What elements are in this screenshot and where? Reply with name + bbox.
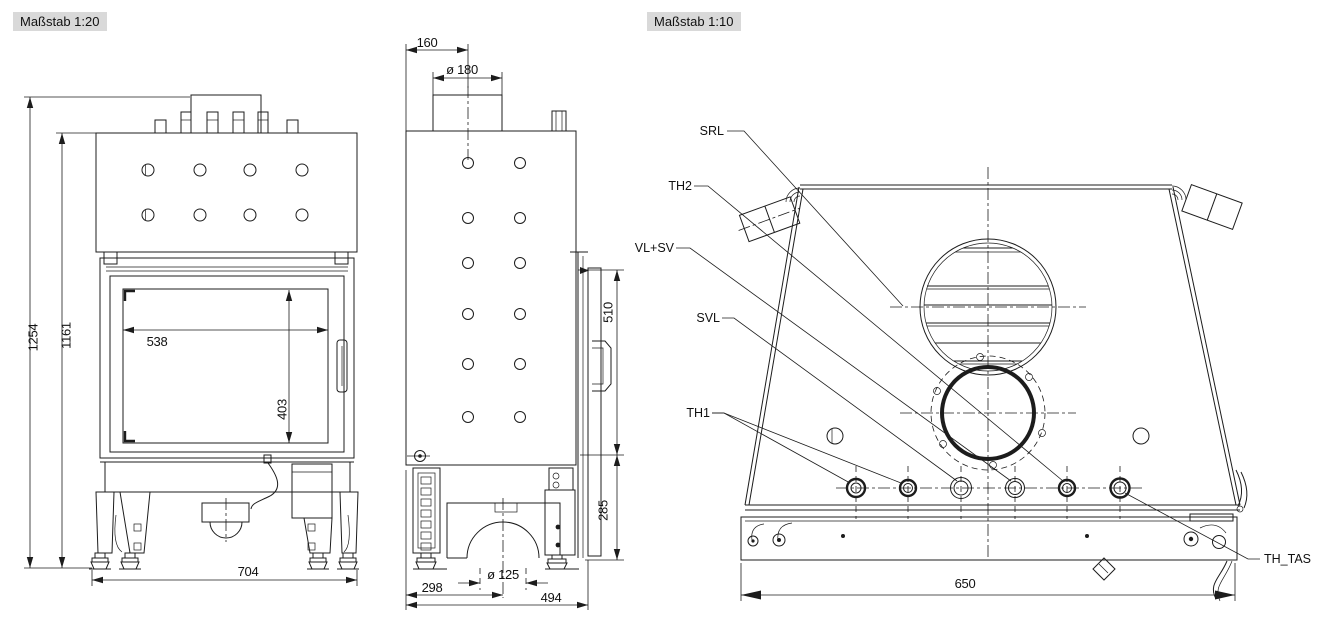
side-depth-dimensions: [405, 470, 589, 610]
rear-left-hole: [826, 427, 844, 445]
side-door-handle: [592, 340, 612, 392]
dim-arch-diameter: ø 125: [487, 567, 519, 582]
dim-flue-diameter: ø 180: [446, 62, 478, 77]
front-flue-collar: [154, 94, 299, 134]
rear-center-lines: [836, 167, 1144, 560]
glass-corner-mark-top-left: [123, 289, 135, 301]
connection-label-svl: SVL: [696, 311, 720, 325]
dim-base-width: 704: [237, 564, 259, 579]
side-base: [406, 464, 579, 598]
connection-label-th-tas: TH_TAS: [1264, 552, 1311, 566]
connection-label-vl-sv: VL+SV: [634, 241, 674, 255]
rear-right-hole: [1132, 427, 1150, 445]
connection-label-th1: TH1: [686, 406, 710, 420]
rear-grille-circle: [919, 238, 1057, 376]
connection-label-th2: TH2: [668, 179, 692, 193]
front-width-dimension: [91, 570, 358, 586]
rear-view-drawing: [676, 130, 1260, 602]
scale-label-rear: Maßstab 1:10: [647, 12, 741, 31]
side-drain-eyelet: [414, 450, 426, 462]
front-cable: [250, 462, 279, 510]
side-view-drawing: [405, 44, 624, 610]
glass-corner-mark-bottom-left: [123, 431, 135, 443]
side-top-dimensions: [405, 44, 503, 131]
front-view-drawing: [24, 94, 359, 586]
dim-door-height: 510: [600, 302, 616, 323]
dim-glass-width: 538: [146, 334, 168, 349]
front-base: [89, 454, 359, 570]
front-door: [99, 257, 355, 459]
dim-body-height: 1161: [58, 322, 74, 349]
dim-base-height: 285: [595, 500, 611, 521]
side-height-dimensions: [578, 269, 624, 561]
rear-leader-lines: [676, 130, 1260, 560]
side-door-edge: [570, 251, 612, 558]
scale-label-front-side: Maßstab 1:20: [13, 12, 107, 31]
rear-plinth-band: [740, 469, 1248, 602]
connection-label-srl: SRL: [699, 124, 724, 138]
front-feet: [89, 552, 359, 570]
dim-overall-height: 1254: [25, 323, 41, 352]
rear-hose: [1212, 560, 1228, 600]
rear-left-stub: [738, 196, 801, 243]
dim-total-depth: 494: [540, 590, 562, 605]
rear-pipe-connections: [845, 466, 1131, 519]
dim-rear-width: 650: [954, 576, 976, 591]
front-height-dimensions: [24, 96, 190, 569]
front-glass-dimensions: [123, 290, 328, 443]
dim-front-depth: 298: [421, 580, 443, 595]
tas-sensor-pocket: [1212, 535, 1226, 549]
side-body: [405, 130, 577, 466]
rear-width-dimension: [740, 563, 1236, 601]
dim-flue-offset: 160: [416, 35, 438, 50]
door-handle: [336, 339, 348, 393]
rear-right-stub: [1181, 183, 1243, 231]
side-arch-plate: [446, 502, 561, 558]
side-flue-collar: [432, 86, 567, 160]
dim-glass-height: 403: [274, 399, 290, 420]
front-center-box: [201, 502, 250, 523]
rear-body-outline: [744, 184, 1241, 511]
tas-valve-eyelet: [1183, 531, 1199, 547]
rear-flue-opening: [930, 353, 1046, 471]
rear-tag: [1092, 557, 1116, 581]
front-convection-box: [95, 132, 358, 265]
